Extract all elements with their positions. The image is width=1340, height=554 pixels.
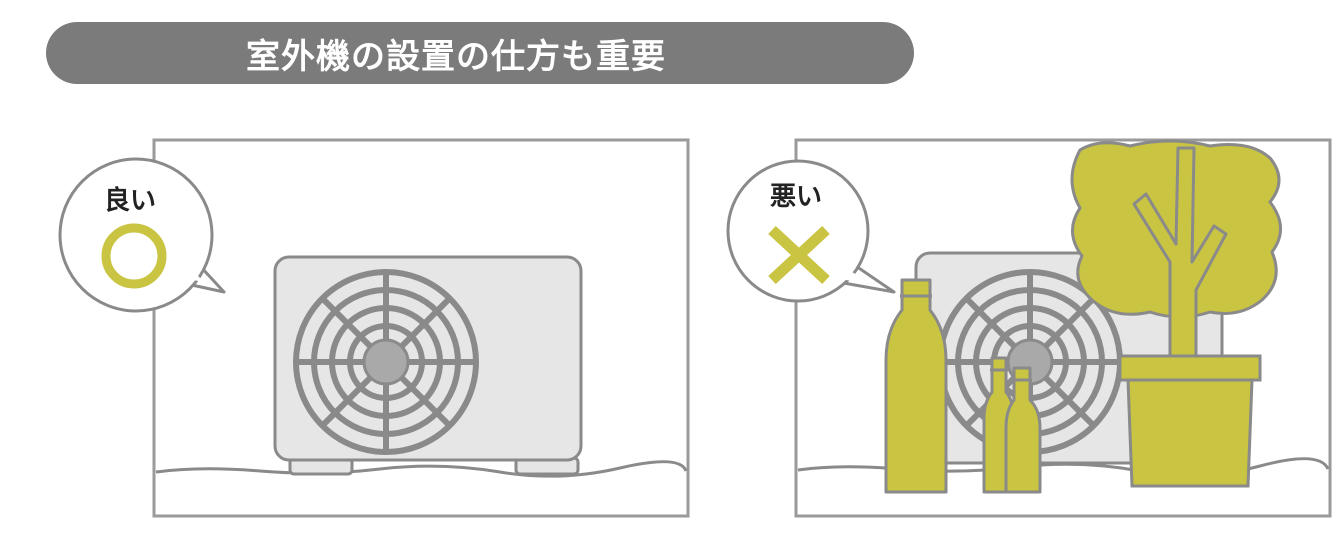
good-ac-body xyxy=(273,255,583,462)
good-bubble xyxy=(58,157,226,313)
title-banner: 室外機の設置の仕方も重要 xyxy=(46,22,914,84)
pot-body xyxy=(1126,378,1254,488)
bad-bubble xyxy=(726,159,896,303)
good-label: 良い xyxy=(104,186,157,216)
small-bottle-right xyxy=(1004,366,1042,494)
good-fan-hub xyxy=(362,338,410,386)
good-ground-line xyxy=(155,460,688,478)
good-circle-icon xyxy=(101,223,167,289)
good-ac-unit xyxy=(273,255,583,476)
pot-rim xyxy=(1118,354,1262,382)
bad-label: 悪い xyxy=(770,182,823,212)
bad-cross-icon xyxy=(768,225,830,285)
page-title: 室外機の設置の仕方も重要 xyxy=(246,36,666,77)
plant-trunk xyxy=(1132,146,1228,370)
large-bottle xyxy=(884,278,948,494)
